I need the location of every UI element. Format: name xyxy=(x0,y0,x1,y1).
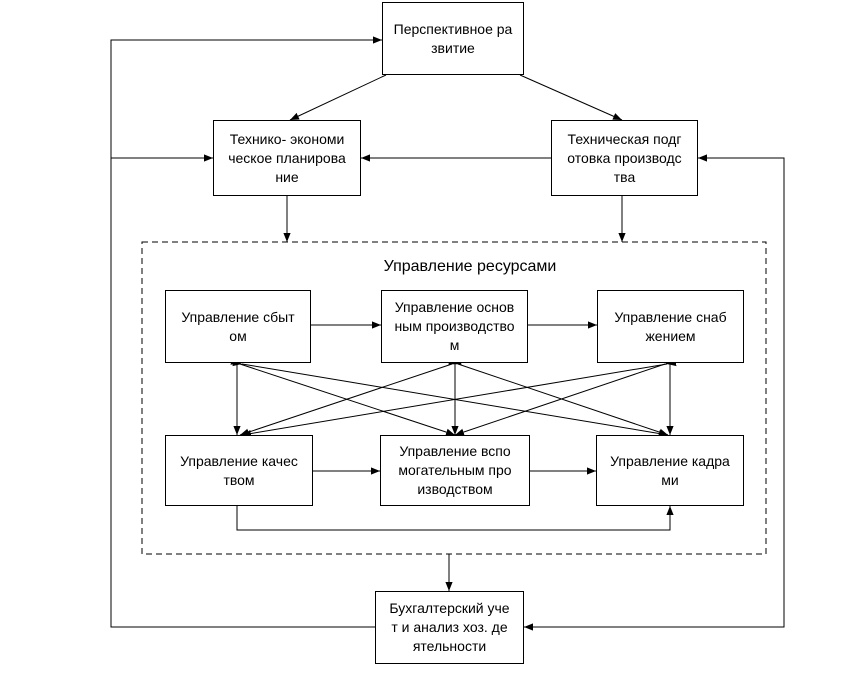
node-line: ным производство xyxy=(394,318,515,334)
node-perspective-development: Перспективное ра звитие xyxy=(382,2,524,75)
node-line: Техническая подг xyxy=(567,130,682,147)
node-hr-management: Управление кадра ми xyxy=(596,435,744,506)
node-line: Управление качес xyxy=(180,452,298,469)
node-line: твом xyxy=(223,471,255,488)
node-line: Бухгалтерский уче xyxy=(389,600,510,616)
node-line: т и анализ хоз. де xyxy=(391,619,508,635)
node-technical-preparation: Техническая подг отовка производс тва xyxy=(551,120,698,196)
node-supply-management: Управление снаб жением xyxy=(597,290,744,363)
node-main-production-management: Управление основ ным производство м xyxy=(381,290,528,363)
node-line: могательным про xyxy=(398,462,512,478)
node-line: ом xyxy=(229,327,247,344)
arrow-perspective-to-tech-prep xyxy=(519,74,623,121)
left-loop-line xyxy=(110,36,382,628)
node-line: ческое планирова xyxy=(228,149,346,166)
resource-management-frame xyxy=(141,241,767,555)
node-line: ние xyxy=(275,168,299,185)
node-line: изводством xyxy=(417,481,493,497)
node-sales-management: Управление сбыт ом xyxy=(165,290,311,363)
node-line: Управление кадра xyxy=(610,452,730,469)
node-technical-economic-planning: Технико- экономи ческое планирова ние xyxy=(213,120,361,196)
resource-management-title: Управление ресурсами xyxy=(383,258,557,275)
node-quality-management: Управление качес твом xyxy=(165,435,313,506)
node-line: тва xyxy=(613,168,636,185)
node-line: ятельности xyxy=(412,638,487,654)
arrow-main-hr xyxy=(448,357,669,436)
arrow-supply-aux xyxy=(454,357,675,436)
node-line: Управление снаб xyxy=(614,308,727,325)
node-line: Управление основ xyxy=(394,299,515,315)
node-line: Управление вспо xyxy=(399,443,511,459)
node-line: Технико- экономи xyxy=(229,130,345,147)
node-line: жением xyxy=(645,327,696,344)
node-line: ми xyxy=(661,471,679,488)
arrow-quality-hr-bottom xyxy=(233,497,674,531)
node-line: Управление сбыт xyxy=(181,308,295,325)
node-line: м xyxy=(449,337,460,353)
node-accounting-analysis: Бухгалтерский уче т и анализ хоз. де яте… xyxy=(375,591,524,664)
node-line: Перспективное ра xyxy=(393,20,513,37)
arrow-perspective-to-tech-econ xyxy=(289,74,387,121)
node-line: звитие xyxy=(431,39,475,56)
node-auxiliary-production-management: Управление вспо могательным про изводств… xyxy=(380,435,530,506)
right-loop-line xyxy=(524,154,785,628)
node-line: отовка производс xyxy=(567,149,682,166)
